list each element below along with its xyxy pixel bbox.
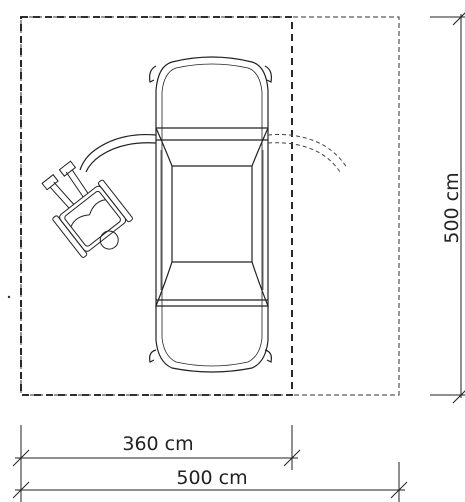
total-width-label: 500 cm: [176, 467, 247, 489]
parking-width-label: 360 cm: [122, 433, 193, 455]
depth-dimension-line: [430, 12, 465, 404]
depth-dimension-label: 500 cm: [441, 172, 463, 243]
parking-width-dimension-line: [12, 425, 301, 470]
parking-bay-boundary: [20, 16, 293, 396]
car-top-view: [149, 56, 272, 373]
door-swing-left: [79, 133, 157, 173]
door-swing-right: [267, 134, 348, 173]
wheelchair-user-icon: [41, 160, 133, 258]
stray-dot: [7, 295, 11, 299]
total-width-dimension-line: [12, 462, 408, 502]
